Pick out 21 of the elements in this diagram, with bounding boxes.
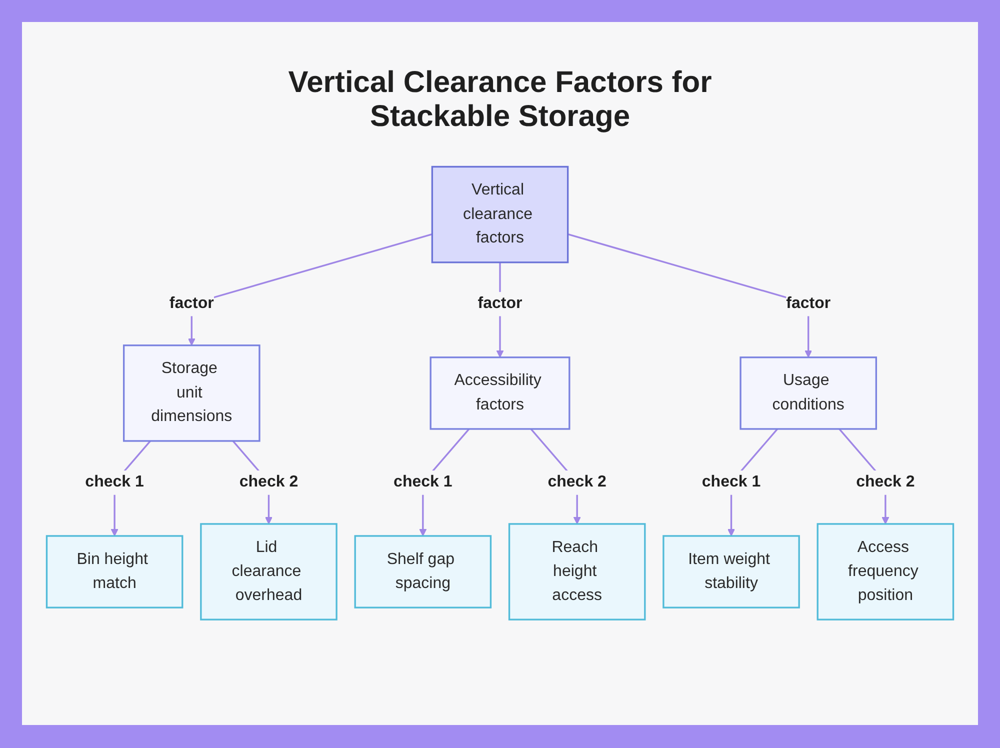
node-box: Usage conditions	[740, 356, 878, 430]
node-box: Accessibility factors	[430, 356, 570, 430]
edge-label: factor	[478, 294, 522, 312]
edge-label: factor	[786, 294, 831, 312]
node-box: Shelf gap spacing	[354, 535, 492, 608]
edge-label: factor	[169, 294, 214, 312]
node-box: Vertical clearance factors	[431, 166, 569, 264]
edge-label: check 1	[394, 472, 452, 491]
edge-label: check 1	[702, 472, 761, 491]
node-box: Storage unit dimensions	[122, 344, 260, 442]
node-box: Bin height match	[46, 535, 184, 608]
node-box: Access frequency position	[816, 523, 954, 620]
edge-label: check 1	[85, 472, 144, 491]
diagram-title: Vertical Clearance Factors for Stackable Storage	[287, 66, 713, 134]
node-box: Lid clearance overhead	[200, 523, 338, 620]
edge-label: check 2	[856, 472, 915, 491]
edge-label: check 2	[548, 472, 606, 491]
node-box: Item weight stability	[662, 535, 800, 608]
edge-label: check 2	[239, 472, 298, 491]
arrow	[568, 233, 812, 358]
node-box: Reach height access	[508, 523, 646, 620]
